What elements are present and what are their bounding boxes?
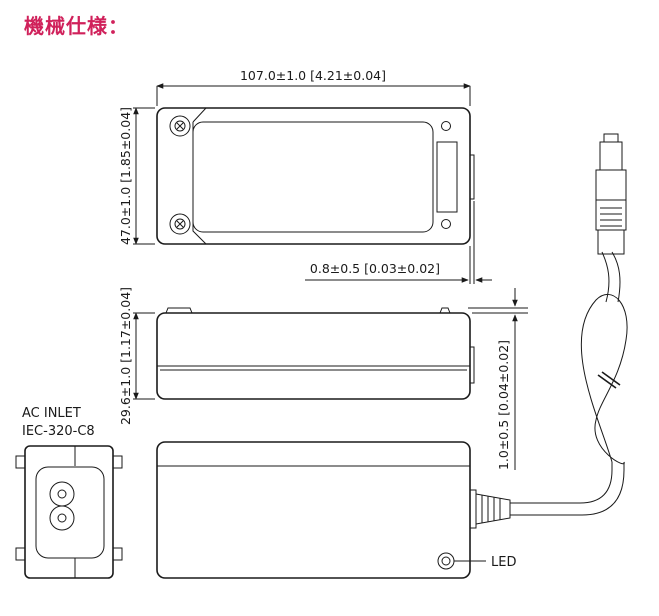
ac-inlet-label: AC INLET bbox=[22, 406, 81, 421]
iec-label: IEC-320-C8 bbox=[22, 424, 95, 439]
dim-length: 107.0±1.0 [4.21±0.04] bbox=[156, 68, 471, 106]
dim-offset-side-label: 1.0±0.5 [0.04±0.02] bbox=[496, 340, 511, 470]
hole-bottom-icon bbox=[441, 219, 451, 229]
strain-relief bbox=[475, 493, 511, 525]
side-view bbox=[156, 307, 475, 400]
front-view-outline bbox=[156, 441, 471, 579]
dim-width-label: 47.0±1.0 [1.85±0.04] bbox=[118, 107, 133, 245]
dim-width: 47.0±1.0 [1.85±0.04] bbox=[118, 107, 155, 245]
side-plug-slot bbox=[436, 141, 458, 213]
cable-boot bbox=[597, 229, 625, 255]
dc-cable bbox=[470, 133, 628, 529]
screw-top-icon bbox=[169, 115, 191, 137]
dc-plug-barrel bbox=[599, 141, 623, 171]
page-title: 機械仕様： bbox=[24, 14, 129, 38]
front-view: LED bbox=[156, 441, 516, 579]
dim-offset-side: 1.0±0.5 [0.04±0.02] bbox=[468, 288, 528, 470]
led-icon bbox=[437, 552, 455, 570]
dim-height: 29.6±1.0 [1.17±0.04] bbox=[118, 287, 155, 425]
top-view-recess bbox=[192, 121, 434, 233]
ac-inlet-view: AC INLET IEC-320-C8 bbox=[15, 406, 123, 579]
screw-bottom-icon bbox=[169, 213, 191, 235]
top-view bbox=[156, 107, 475, 245]
cable-loop bbox=[580, 294, 628, 465]
led-label: LED bbox=[491, 555, 516, 570]
dim-offset-top: 0.8±0.5 [0.03±0.02] bbox=[305, 201, 492, 284]
top-view-outline bbox=[156, 107, 471, 245]
dim-length-label: 107.0±1.0 [4.21±0.04] bbox=[240, 68, 386, 83]
ac-inlet-outline bbox=[24, 445, 114, 579]
dim-offset-top-label: 0.8±0.5 [0.03±0.02] bbox=[310, 261, 440, 276]
hole-top-icon bbox=[441, 121, 451, 131]
inlet-socket bbox=[35, 466, 105, 559]
c8-socket-icon bbox=[49, 481, 75, 531]
dim-height-label: 29.6±1.0 [1.17±0.04] bbox=[118, 287, 133, 425]
side-view-outline bbox=[156, 312, 471, 400]
